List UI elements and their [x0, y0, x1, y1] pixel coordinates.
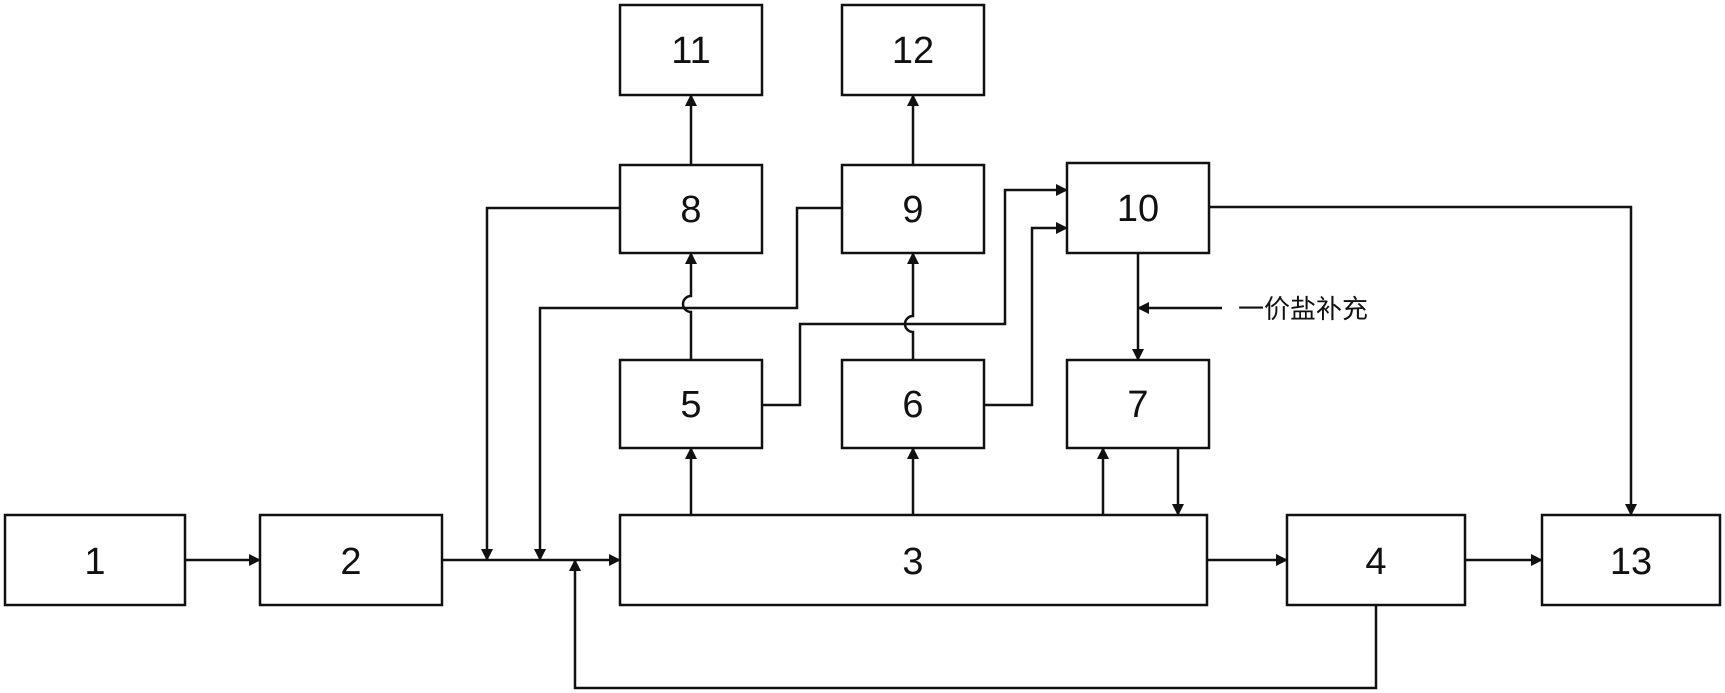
unit-7-label: 7 — [1127, 384, 1148, 426]
unit-7: 7 — [1065, 358, 1211, 450]
unit-3-label: 3 — [902, 541, 923, 583]
unit-1-label: 1 — [84, 541, 105, 583]
unit-2-label: 2 — [340, 541, 361, 583]
unit-6: 6 — [840, 358, 986, 450]
unit-1: 1 — [3, 513, 187, 607]
unit-13-label: 13 — [1610, 541, 1652, 583]
unit-8-label: 8 — [680, 189, 701, 231]
unit-12: 12 — [840, 3, 986, 97]
arrow-10-to-13 — [1209, 205, 1637, 516]
unit-4-label: 4 — [1365, 541, 1386, 583]
return-4-to-3 — [569, 559, 1378, 690]
unit-12-label: 12 — [892, 30, 934, 72]
unit-11-label: 11 — [671, 30, 710, 72]
arrow-6-to-9 — [903, 252, 919, 360]
unit-13: 13 — [1540, 513, 1722, 607]
unit-3: 3 — [618, 513, 1209, 607]
arrow-5-to-8 — [681, 252, 697, 360]
return-8-to-3 — [481, 206, 620, 561]
unit-2: 2 — [258, 513, 444, 607]
unit-9: 9 — [840, 163, 986, 255]
arrow-5-to-10 — [762, 184, 1068, 407]
unit-10-label: 10 — [1117, 188, 1159, 230]
unit-4: 4 — [1285, 513, 1467, 607]
salt-supplement-label: 一价盐补充 — [1238, 295, 1368, 325]
unit-11: 11 — [618, 3, 764, 97]
unit-5: 5 — [618, 358, 764, 450]
unit-9-label: 9 — [902, 189, 923, 231]
unit-5-label: 5 — [680, 384, 701, 426]
unit-8: 8 — [618, 163, 764, 255]
unit-6-label: 6 — [902, 384, 923, 426]
return-9-to-3 — [534, 206, 842, 561]
arrow-6-to-10 — [984, 222, 1068, 407]
unit-10: 10 — [1065, 161, 1211, 255]
